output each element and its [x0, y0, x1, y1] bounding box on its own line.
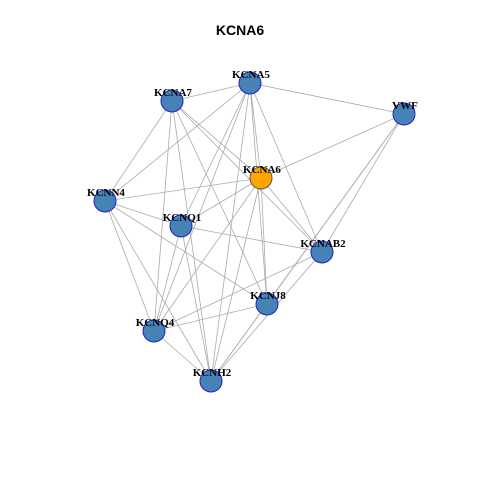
edge-kcna6-kcnh2 — [210, 177, 262, 382]
edge-kcna6-kcnab2 — [260, 177, 323, 253]
edge-kcna5-kcnj8 — [249, 82, 268, 305]
edge-kcnn4-kcnh2 — [104, 200, 212, 382]
edge-kcna6-kcnq1 — [180, 177, 262, 227]
edge-kcna5-kcnh2 — [210, 82, 251, 382]
edge-kcna5-kcna6 — [249, 82, 262, 179]
node-kcna5[interactable] — [238, 71, 262, 95]
node-label-kcnj8: KCNJ8 — [250, 290, 286, 302]
edge-kcna7-kcnq4 — [153, 100, 173, 332]
edge-kcna5-kcnab2 — [249, 82, 323, 253]
edge-kcnj8-kcnh2 — [210, 303, 268, 382]
node-label-kcnq1: KCNQ1 — [163, 212, 202, 224]
node-label-kcnh2: KCNH2 — [193, 367, 232, 379]
node-kcnq4[interactable] — [142, 319, 166, 343]
edge-kcnq1-kcnq4 — [153, 225, 182, 332]
node-label-kcnab2: KCNAB2 — [300, 238, 346, 250]
node-vwf[interactable] — [392, 102, 416, 126]
edge-kcnab2-kcnh2 — [210, 251, 323, 382]
node-kcnq1[interactable] — [169, 214, 193, 238]
node-label-kcnn4: KCNN4 — [87, 187, 125, 199]
edge-kcna5-kcnq4 — [153, 82, 251, 332]
edge-kcnn4-kcnq1 — [104, 200, 182, 227]
node-label-kcna6: KCNA6 — [243, 164, 281, 176]
node-label-kcna5: KCNA5 — [232, 69, 270, 81]
edge-kcnj8-kcnq4 — [153, 303, 268, 332]
edge-kcna6-kcnn4 — [104, 177, 262, 202]
node-kcnn4[interactable] — [93, 189, 117, 213]
edge-kcna5-vwf — [249, 82, 405, 115]
node-kcnab2[interactable] — [310, 240, 334, 264]
node-label-kcna7: KCNA7 — [154, 87, 192, 99]
edge-kcna5-kcnq1 — [180, 82, 251, 227]
edge-kcnn4-kcnq4 — [104, 200, 155, 332]
edge-kcna6-kcnq4 — [153, 177, 262, 332]
edge-kcna7-kcna6 — [171, 100, 262, 179]
edge-vwf-kcna6 — [260, 113, 405, 179]
nodes-layer — [93, 71, 416, 393]
node-label-kcnq4: KCNQ4 — [136, 317, 175, 329]
node-kcna6[interactable] — [249, 166, 273, 190]
edge-kcna5-kcna7 — [171, 82, 251, 102]
node-label-vwf: VWF — [392, 100, 418, 112]
node-kcna7[interactable] — [160, 89, 184, 113]
edge-vwf-kcnab2 — [321, 113, 405, 253]
node-kcnj8[interactable] — [255, 292, 279, 316]
edge-kcnq1-kcnh2 — [180, 225, 212, 382]
edge-kcna7-kcnn4 — [104, 100, 173, 202]
edge-kcnq4-kcnh2 — [153, 330, 212, 382]
edge-kcnq1-kcnab2 — [180, 225, 323, 253]
edge-kcnab2-kcnq4 — [153, 251, 323, 332]
edge-kcna7-kcnab2 — [171, 100, 323, 253]
edges-layer — [104, 82, 405, 382]
edge-kcna7-kcnh2 — [171, 100, 212, 382]
graph-title: KCNA6 — [216, 22, 264, 38]
node-kcnh2[interactable] — [199, 369, 223, 393]
